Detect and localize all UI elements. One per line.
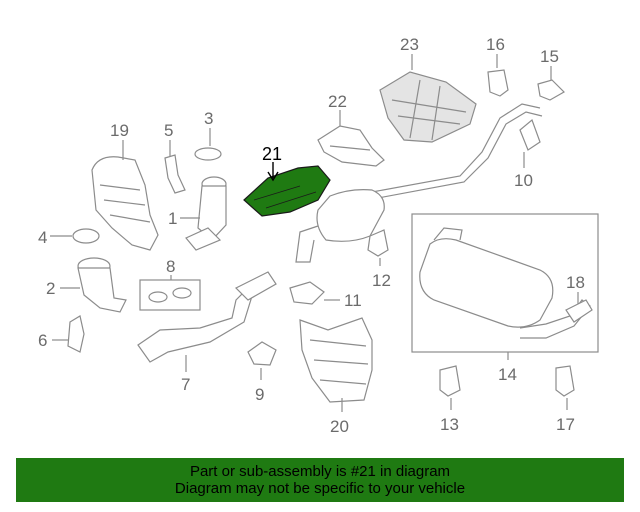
callout-20: 20 — [330, 417, 349, 436]
part-5-bracket — [164, 140, 186, 194]
part-6-bracket — [52, 315, 85, 353]
callout-15: 15 — [540, 47, 559, 66]
callout-17: 17 — [556, 415, 575, 434]
callout-6: 6 — [38, 331, 47, 350]
part-8-gasket-set — [139, 275, 201, 311]
part-22-heat-shield — [317, 110, 385, 167]
callout-16: 16 — [486, 35, 505, 54]
part-19-heat-shield — [91, 140, 159, 251]
callout-23: 23 — [400, 35, 419, 54]
callout-11: 11 — [344, 291, 362, 310]
callout-1: 1 — [168, 209, 177, 228]
part-23-heat-shield — [379, 54, 477, 143]
part-2-converter — [60, 257, 127, 313]
callout-12: 12 — [372, 271, 391, 290]
part-12-hanger — [367, 229, 389, 266]
callout-8: 8 — [166, 257, 175, 276]
callout-22: 22 — [328, 92, 347, 111]
callout-2: 2 — [46, 279, 55, 298]
banner-line-1: Part or sub-assembly is #21 in diagram — [189, 463, 451, 480]
part-1-converter — [180, 176, 227, 251]
part-4-gasket — [50, 228, 100, 244]
callout-19: 19 — [110, 121, 129, 140]
callout-10: 10 — [514, 171, 533, 190]
callout-9: 9 — [255, 385, 264, 404]
part-15-gasket — [537, 66, 565, 101]
center-pipe-assembly — [295, 103, 543, 263]
part-21-heat-insulator — [243, 162, 331, 217]
part-16-rubber-hanger — [487, 54, 509, 97]
part-9-hanger — [247, 341, 277, 380]
part-14-muffler-box — [411, 213, 599, 360]
part-7-front-pipe — [137, 271, 277, 372]
part-11-gasket — [289, 281, 340, 305]
info-banner: Part or sub-assembly is #21 in diagram D… — [16, 458, 624, 502]
part-3-gasket — [194, 128, 222, 161]
callout-3: 3 — [204, 109, 213, 128]
part-13-hanger — [439, 365, 461, 410]
callout-18: 18 — [566, 273, 585, 292]
part-17-hanger — [555, 365, 575, 410]
highlighted-part-21 — [243, 165, 331, 217]
callout-21: 21 — [262, 144, 282, 164]
callout-7: 7 — [181, 375, 190, 394]
callout-13: 13 — [440, 415, 459, 434]
callout-5: 5 — [164, 121, 173, 140]
banner-line-2: Diagram may not be specific to your vehi… — [174, 480, 466, 497]
part-20-heat-shield — [299, 317, 373, 412]
exhaust-parts-diagram: 19 5 3 1 4 2 6 8 — [38, 35, 599, 436]
callout-4: 4 — [38, 228, 47, 247]
callout-14: 14 — [498, 365, 517, 384]
